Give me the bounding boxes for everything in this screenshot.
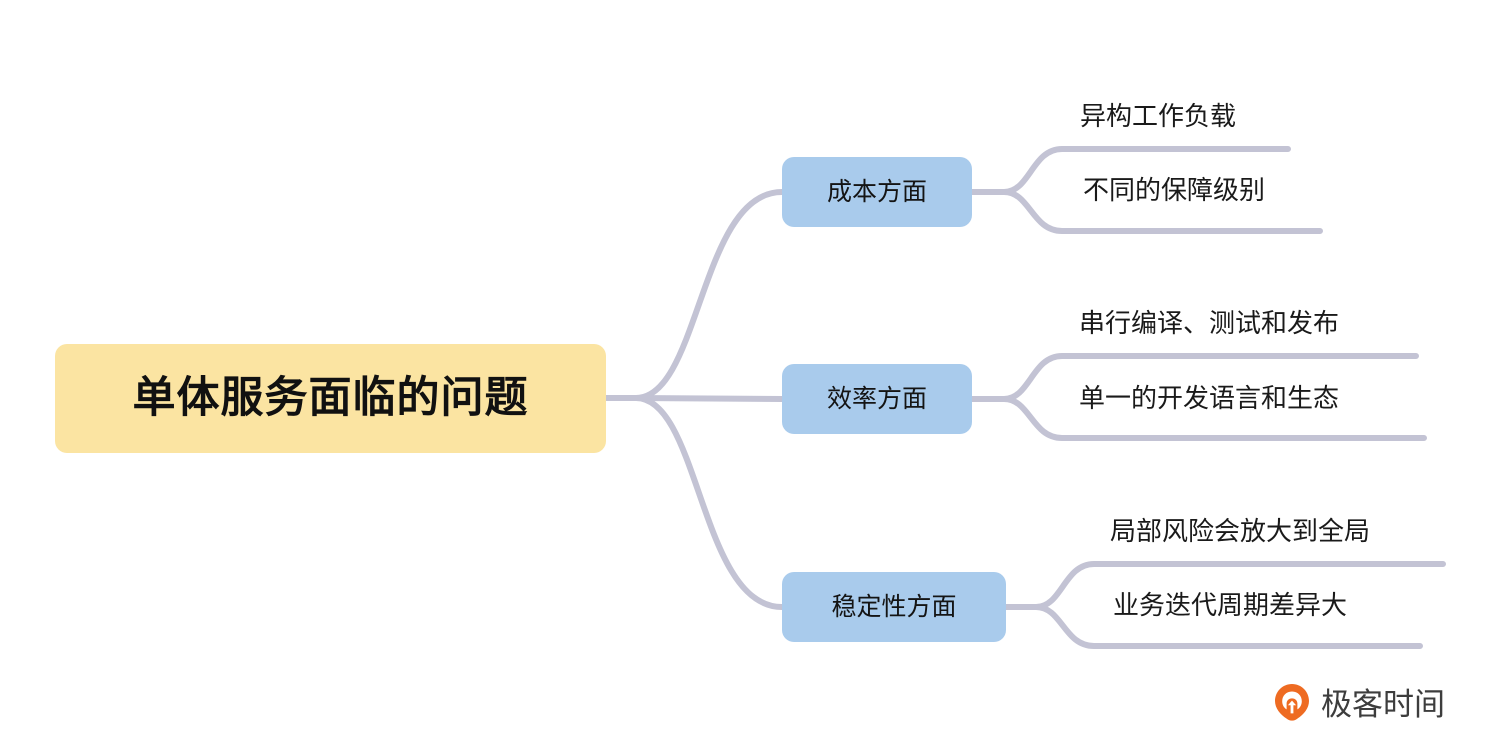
connector-root-to-branch-2 [633,395,785,402]
branch-node-label: 成本方面 [826,177,927,206]
watermark: 极客时间 [1272,682,1445,727]
leaf-node-serial-build[interactable]: 串行编译、测试和发布 [1079,308,1340,338]
leaf-node-single-language[interactable]: 单一的开发语言和生态 [1079,383,1340,413]
leaf-node-iteration-cycle[interactable]: 业务迭代周期差异大 [1113,590,1348,620]
branch-node-label: 效率方面 [826,384,927,413]
leaf-node-local-risk-global[interactable]: 局部风险会放大到全局 [1110,516,1371,546]
root-node-label: 单体服务面临的问题 [132,374,529,422]
branch-node-label: 稳定性方面 [831,592,957,621]
leaf-node-different-sla[interactable]: 不同的保障级别 [1083,175,1266,205]
connector-root-to-branch-1 [633,189,785,401]
branch-node-efficiency[interactable]: 效率方面 [782,364,972,434]
geektime-pin-icon [1272,682,1312,727]
branch-node-stability[interactable]: 稳定性方面 [782,572,1006,642]
branch-node-cost[interactable]: 成本方面 [782,157,972,227]
connector-root-to-branch-3 [633,395,785,610]
root-node[interactable]: 单体服务面临的问题 [55,344,606,453]
watermark-brand-text: 极客时间 [1321,687,1445,722]
leaf-node-heterogeneous-workload[interactable]: 异构工作负载 [1080,101,1237,131]
